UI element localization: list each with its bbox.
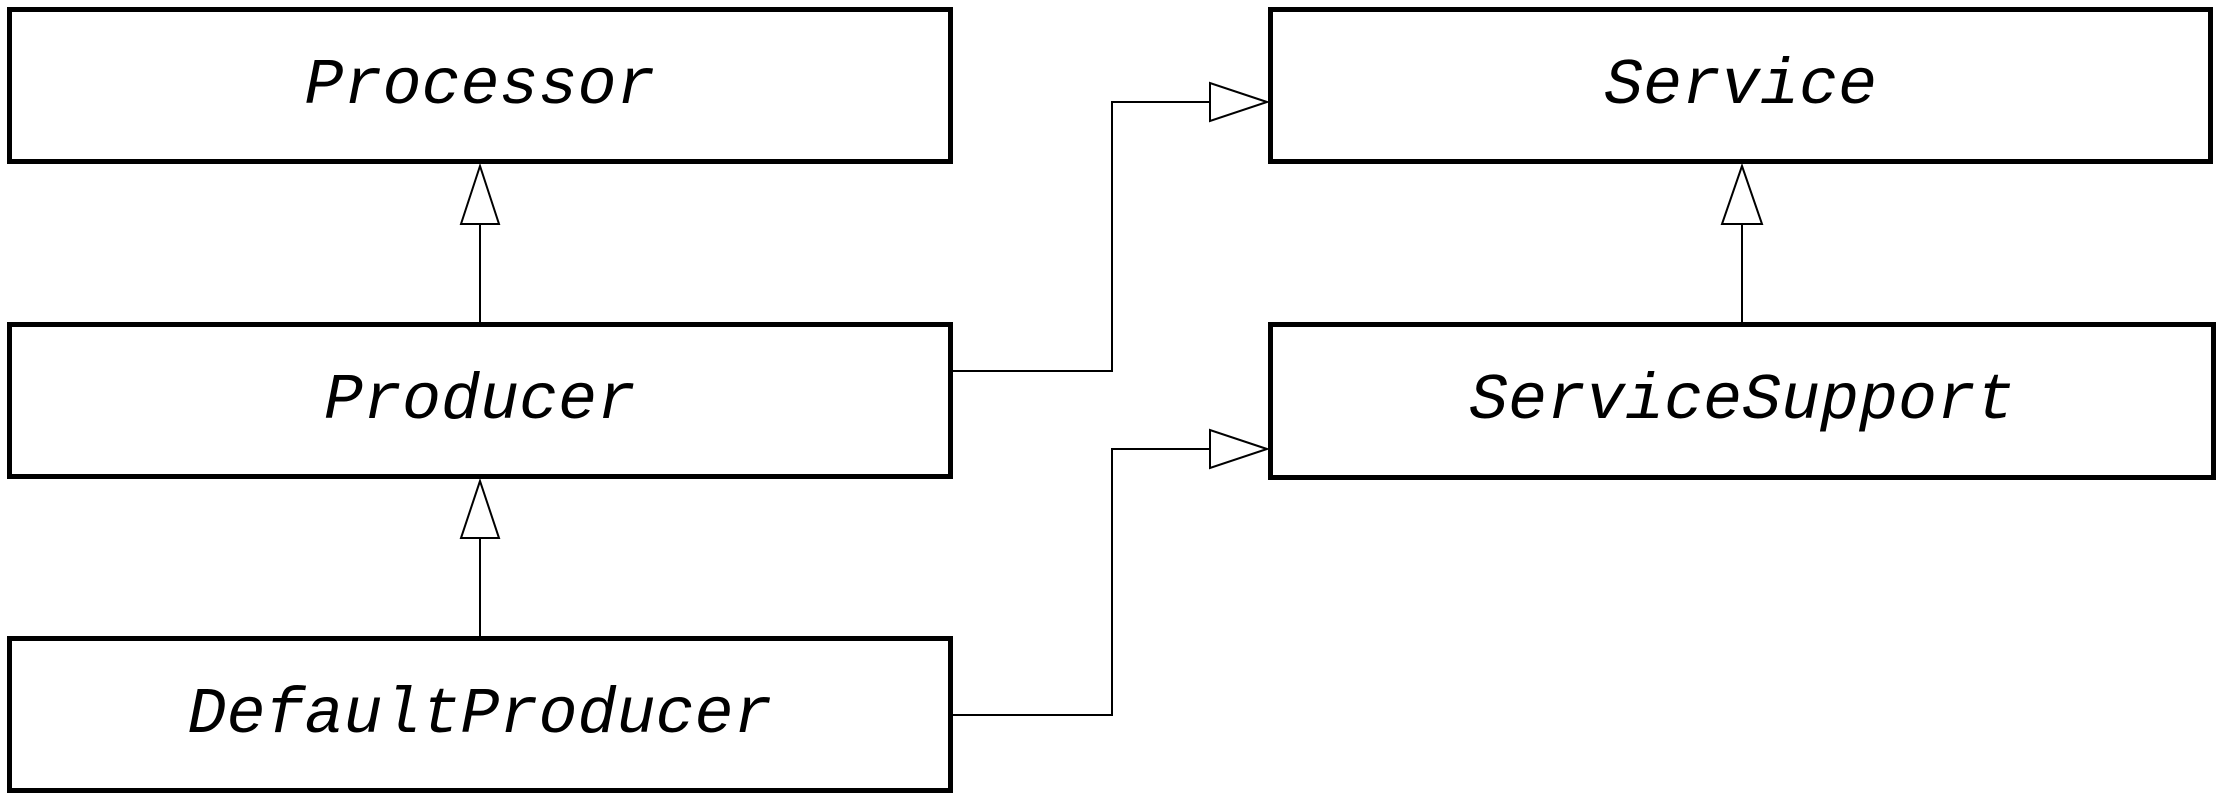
class-box-service: Service [1268, 7, 2213, 164]
class-box-servicesupport: ServiceSupport [1268, 322, 2216, 480]
hollow-triangle-up-icon [459, 477, 501, 539]
class-name-label: DefaultProducer [187, 677, 773, 752]
inheritance-arrow-producer-to-processor [459, 162, 501, 322]
hollow-triangle-right-icon [1209, 428, 1271, 470]
hollow-triangle-up-icon [459, 162, 501, 225]
inheritance-arrow-producer-to-service [953, 81, 1271, 372]
inheritance-arrow-defaultproducer-to-servicesupport [953, 428, 1271, 716]
hollow-triangle-up-icon [1720, 162, 1764, 225]
class-name-label: Processor [304, 48, 656, 123]
class-box-producer: Producer [7, 322, 953, 479]
class-name-label: Service [1603, 48, 1878, 123]
inheritance-arrow-defaultproducer-to-producer [459, 477, 501, 636]
class-name-label: ServiceSupport [1468, 364, 2016, 438]
class-name-label: Producer [323, 363, 637, 438]
class-box-defaultproducer: DefaultProducer [7, 636, 953, 793]
class-box-processor: Processor [7, 7, 953, 164]
inheritance-arrow-servicesupport-to-service [1720, 162, 1764, 322]
hollow-triangle-right-icon [1209, 81, 1271, 123]
